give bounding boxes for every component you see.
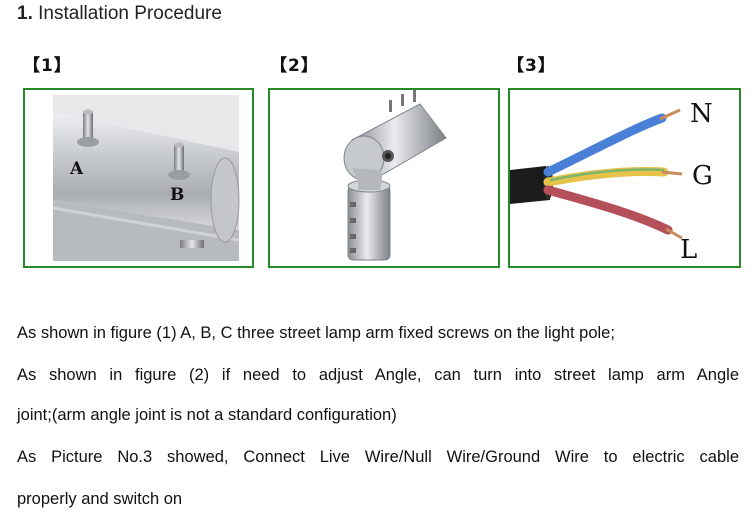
pole-arm: [53, 112, 239, 230]
figure-1-label: 【1】: [23, 56, 72, 76]
wire-l-red: [543, 185, 673, 235]
joint-lower-sleeve: [347, 179, 391, 261]
figure-3-frame: N G L: [508, 88, 741, 268]
paragraph-1: As shown in figure (1) A, B, C three str…: [17, 324, 615, 342]
section-title-text: Installation Procedure: [38, 3, 222, 24]
figure-2-joint-image: [343, 90, 447, 261]
paragraph-5: properly and switch on: [17, 490, 183, 508]
figure-1-pole-image: A B: [52, 95, 240, 261]
figure-2-frame: [268, 88, 500, 268]
wire-g-yellow: [543, 166, 669, 187]
figure-2-label: 【2】: [270, 56, 319, 76]
paragraph-2: As shown in figure (2) if need to adjust…: [17, 366, 739, 384]
marker-g: G: [692, 161, 713, 191]
section-number: 1.: [17, 3, 33, 24]
marker-a: A: [69, 159, 84, 179]
marker-l: L: [680, 235, 697, 265]
screw-a: [77, 109, 99, 147]
section-title: 1. Installation Procedure: [17, 3, 222, 25]
paragraph-3: joint;(arm angle joint is not a standard…: [17, 406, 397, 424]
marker-n: N: [690, 99, 713, 129]
figure-1-frame: A B: [23, 88, 254, 268]
screw-b: [168, 142, 190, 180]
wire-n-blue: [543, 113, 667, 177]
joint-screws: [389, 90, 416, 112]
figure-3-label: 【3】: [507, 56, 556, 76]
paragraph-4: As Picture No.3 showed, Connect Live Wir…: [17, 448, 739, 466]
cable-sheath: [510, 166, 550, 204]
screw-c: [180, 240, 204, 248]
marker-b: B: [170, 185, 184, 205]
figure-3-wires-image: N G L: [510, 99, 713, 265]
